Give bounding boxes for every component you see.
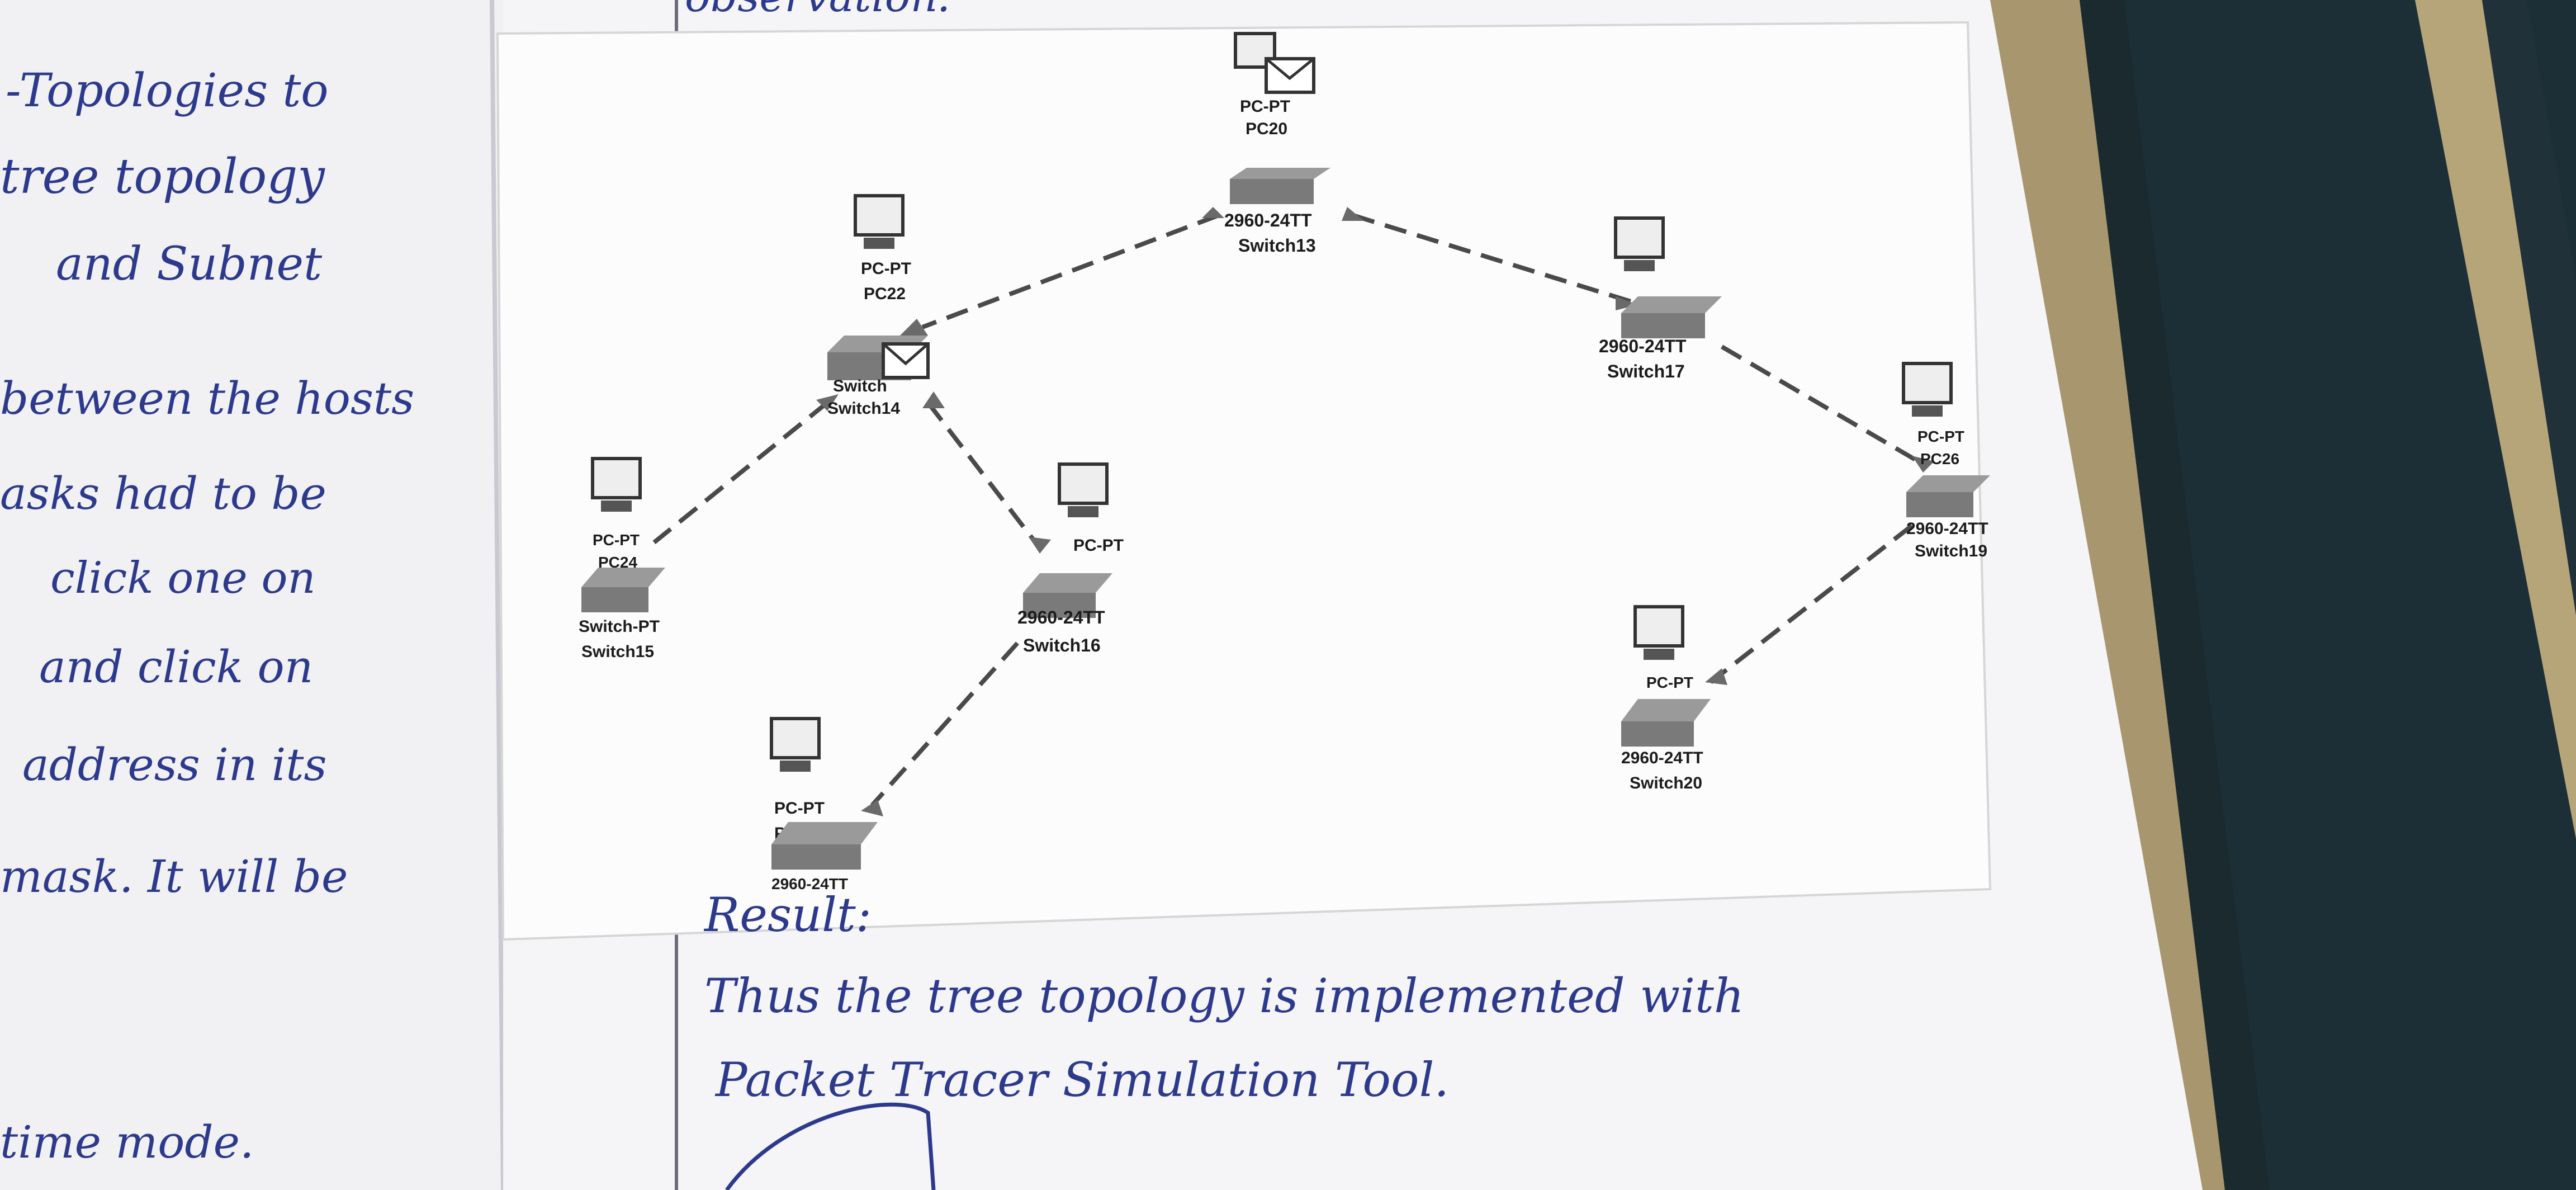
topology-printout [496, 21, 1992, 941]
switch-model-label: Switch [833, 377, 887, 395]
left-line-9: mask. It will be [0, 851, 348, 903]
link-sw16-sw18 [870, 641, 1019, 807]
result-section: Result: Thus the tree topology is implem… [703, 887, 1744, 1190]
link-sw19-sw20 [1709, 523, 1914, 684]
node-switch18: PC-PT PC 2960-24TT [770, 717, 878, 892]
switch-model-label: 2960-24TT [771, 875, 848, 892]
notebook-left-page [0, 0, 503, 1190]
node-switch20: PC-PT 2960-24TT Switch20 [1621, 605, 1711, 792]
link-sw17-sw19 [1720, 344, 1925, 466]
switch-name-label: Switch14 [827, 399, 900, 418]
switch-name-label: Switch20 [1630, 774, 1702, 792]
node-switch17: 2960-24TT Switch17 [1599, 216, 1722, 381]
result-line-1: Thus the tree topology is implemented wi… [704, 969, 1744, 1023]
pc-model-label: PC-PT [1646, 674, 1693, 691]
result-line-2: Packet Tracer Simulation Tool. [714, 1052, 1449, 1107]
node-switch15: PC-PT PC24 Switch-PT Switch15 [579, 457, 665, 661]
pc-monitor-icon [1633, 605, 1684, 648]
node-switch14: PC-PT PC22 Switch Switch14 [827, 194, 930, 418]
pc-monitor-icon [1902, 362, 1953, 404]
switch-model-label: 2960-24TT [1017, 607, 1105, 627]
left-line-10: time mode. [0, 1116, 254, 1168]
switch-model-label: 2960-24TT [1599, 336, 1687, 356]
pc-model-label: PC-PT [1917, 428, 1964, 445]
pc-monitor-icon [1058, 462, 1109, 505]
pc-monitor-icon [770, 717, 821, 759]
switch-icon [1906, 475, 1990, 492]
pc-model-label: PC-PT [861, 259, 911, 278]
pc-monitor-icon [1614, 216, 1665, 259]
pc-model-label: PC-PT [593, 531, 640, 549]
link-sw14-sw16 [926, 401, 1042, 550]
switch-name-label: Switch19 [1915, 542, 1987, 560]
switch-icon [1023, 573, 1112, 593]
tick-mark [725, 1102, 936, 1190]
switch-icon [1621, 296, 1722, 313]
switch-icon [771, 822, 878, 844]
switch-model-label: Switch-PT [579, 617, 660, 636]
left-line-8: address in its [22, 739, 327, 791]
switch-icon [1230, 168, 1330, 179]
left-line-5: asks had to be [0, 468, 326, 520]
switch-name-label: Switch15 [581, 643, 654, 661]
link-arrows [816, 207, 1934, 816]
left-line-6: click one on [50, 553, 316, 603]
node-switch19: PC-PT PC26 2960-24TT Switch19 [1902, 362, 1990, 560]
pc-monitor-icon [591, 457, 642, 499]
pc-name-label: PC26 [1920, 450, 1959, 468]
left-line-4: between the hosts [0, 372, 414, 424]
switch-model-label: 2960-24TT [1906, 520, 1988, 538]
switch-model-label: 2960-24TT [1621, 749, 1703, 767]
pc-model-label: PC-PT [1073, 536, 1124, 555]
pc-model-label: PC-PT [1240, 97, 1290, 116]
link-sw13-sw14 [921, 213, 1220, 329]
switch-icon [1621, 699, 1711, 721]
observation-heading: observation: [685, 0, 952, 21]
left-line-2: tree topology [0, 149, 325, 205]
node-switch13: PC-PT PC20 2960-24TT Switch13 [1224, 32, 1330, 256]
link-sw13-sw17 [1352, 213, 1633, 304]
switch-name-label: Switch13 [1238, 235, 1316, 256]
switch-name-label: Switch17 [1607, 361, 1685, 381]
topology-links [652, 213, 1925, 807]
node-switch16: PC-PT 2960-24TT Switch16 [1017, 462, 1124, 655]
pc-name-label: PC22 [864, 285, 906, 303]
left-line-7: and click on [39, 641, 313, 693]
link-sw14-sw15 [652, 400, 829, 545]
pc-monitor-icon [854, 194, 905, 237]
left-line-1: -Topologies to [6, 64, 329, 117]
switch-name-label: Switch16 [1023, 635, 1101, 655]
pc-name-label: PC20 [1246, 120, 1287, 138]
result-heading: Result: [703, 887, 872, 942]
left-line-3: and Subnet [56, 238, 323, 291]
left-page-handwriting: -Topologies to tree topology and Subnet … [0, 64, 414, 1168]
fabric-stripes [1990, 0, 2576, 1190]
switch-model-label: 2960-24TT [1224, 210, 1312, 230]
pc-model-label: PC-PT [774, 799, 825, 818]
switch-icon [581, 568, 665, 587]
